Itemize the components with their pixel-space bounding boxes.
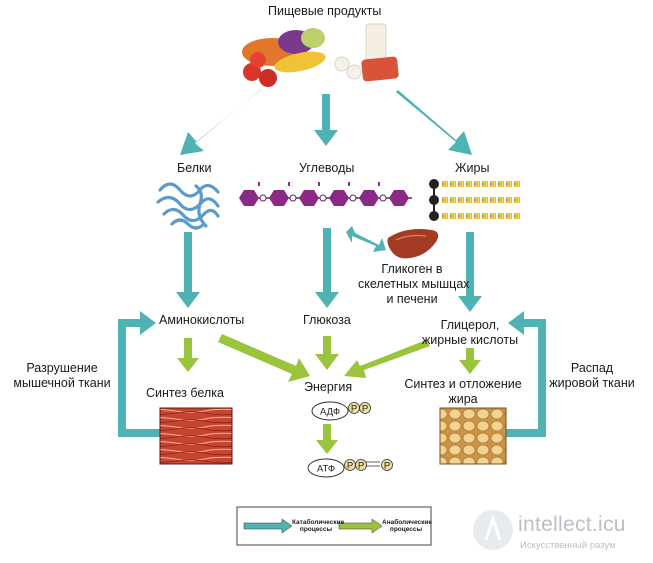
glycogen-label-line-2: скелетных мышцах [358,277,470,291]
fat-synthesis-line-1: Синтез и отложение [404,377,522,391]
muscle-breakdown-line-1: Разрушение [26,361,98,375]
glycerol-label-line-1: Глицерол, [440,318,500,332]
carbohydrate-chain-icon [239,182,412,206]
fat-breakdown-label: Распад жировой ткани [540,361,644,391]
protein-synthesis-label: Синтез белка [146,386,224,400]
atp-molecule-icon [307,458,393,478]
food-illustration [242,23,399,87]
glycogen-label-line-1: Гликоген в [381,262,443,276]
adp-phosphate-1-label: P [351,404,357,415]
fat-synthesis-line-2: жира [448,392,478,406]
adp-phosphate-2-label: P [362,404,368,415]
adp-molecule-icon [311,401,371,421]
atp-phosphate-1-label: P [347,461,353,472]
fats-label: Жиры [455,161,490,175]
legend-box [236,506,432,546]
muscle-tissue-icon [159,407,233,465]
food-title: Пищевые продукты [268,4,382,18]
watermark-subtitle: Искусственный разум [520,540,616,551]
glycerol-label: Глицерол, жирные кислоты [412,318,528,348]
fat-breakdown-line-1: Распад [570,361,614,375]
energy-label: Энергия [304,380,353,394]
legend-catabolic-line-2: процессы [299,526,333,533]
atp-label: АТФ [317,464,335,475]
legend-catabolic-line-1: Катаболические [292,519,345,526]
glycogen-label: Гликоген в скелетных мышцах и печени [358,262,470,307]
atp-phosphate-3-label: P [384,461,390,472]
adp-label: АДФ [320,407,340,418]
fat-molecules-icon [429,179,520,221]
protein-icon [156,182,220,230]
legend-anabolic-line-2: процессы [389,526,423,533]
anabolic-arrows [177,334,481,454]
proteins-label: Белки [177,161,212,175]
watermark-text: intellect.icu [518,513,626,536]
muscle-breakdown-line-2: мышечной ткани [13,376,111,390]
fat-synthesis-label: Синтез и отложение жира [393,377,533,407]
legend-anabolic-line-1: Анаболические [382,519,432,526]
glucose-label: Глюкоза [303,313,351,327]
liver-icon [387,229,439,259]
amino-acids-label: Аминокислоты [159,313,245,327]
catabolic-arrows [118,88,546,437]
carbs-label: Углеводы [299,161,355,175]
atp-phosphate-2-label: P [358,461,364,472]
watermark-logo-icon [473,510,513,550]
legend-anabolic-label: Анаболические процессы [382,519,432,533]
glycerol-label-line-2: жирные кислоты [421,333,519,347]
muscle-breakdown-label: Разрушение мышечной ткани [4,361,120,391]
fat-breakdown-line-2: жировой ткани [549,376,635,390]
fat-tissue-icon [439,407,507,465]
glycogen-label-line-3: и печени [386,292,438,306]
legend-catabolic-label: Катаболические процессы [292,519,345,533]
